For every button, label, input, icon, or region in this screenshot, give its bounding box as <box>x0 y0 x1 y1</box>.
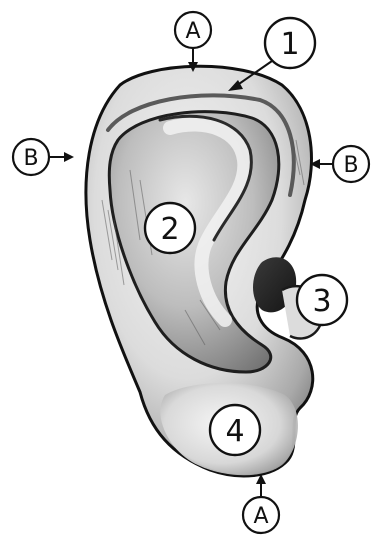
label-2-text: 2 <box>160 212 179 247</box>
label-b-right-text: B <box>343 153 358 178</box>
label-3-text: 3 <box>312 284 331 319</box>
label-4: 4 <box>210 405 260 455</box>
arrow-right-icon <box>64 152 74 162</box>
label-a-top-text: A <box>185 19 200 44</box>
label-a-bottom: A <box>243 474 279 533</box>
label-a-bottom-text: A <box>253 504 268 529</box>
label-2: 2 <box>145 203 195 253</box>
label-b-left-text: B <box>23 146 38 171</box>
label-1-text: 1 <box>280 27 299 62</box>
label-4-text: 4 <box>225 414 244 449</box>
label-3: 3 <box>297 275 347 325</box>
label-b-right: B <box>310 146 369 182</box>
label-b-left: B <box>13 139 74 175</box>
label-a-top: A <box>175 12 211 72</box>
